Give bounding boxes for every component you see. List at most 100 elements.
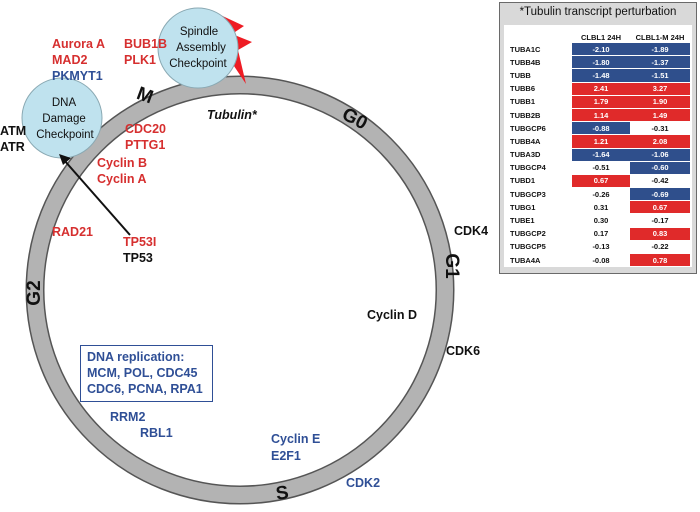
label-mad2: MAD2 [52, 53, 87, 67]
label-cyclin-b: Cyclin B [97, 156, 147, 170]
gene-name-cell: TUBGCP3 [504, 188, 572, 202]
gene-name-cell: TUBA3D [504, 149, 572, 162]
label-cyclin-d: Cyclin D [367, 308, 417, 322]
clbl1-value-cell: -0.26 [572, 188, 630, 202]
label-e2f1: E2F1 [271, 449, 301, 463]
gene-name-cell: TUBGCP4 [504, 162, 572, 175]
label-rad21: RAD21 [52, 225, 93, 239]
label-rbl1: RBL1 [140, 426, 173, 440]
clbl1m-value-cell: -0.17 [630, 214, 690, 228]
tubulin-perturbation-panel: *Tubulin transcript perturbation CLBL1 2… [499, 2, 697, 274]
lightning-bolt-icon [210, 12, 252, 84]
label-cdk2: CDK2 [346, 476, 380, 490]
label-bub1b: BUB1B [124, 37, 167, 51]
phase-m-label: M [134, 83, 156, 108]
table-row: TUBA1C-2.10-1.89 [504, 43, 690, 57]
gene-name-cell: TUBA1C [504, 43, 572, 57]
dna-checkpoint-line3: Checkpoint [36, 129, 94, 141]
gene-name-cell: TUBG1 [504, 201, 572, 215]
clbl1m-value-cell: -1.06 [630, 148, 690, 162]
tp53-arrow [63, 159, 131, 236]
gene-name-cell: TUBB [504, 69, 572, 83]
clbl1m-value-cell: -0.22 [630, 240, 690, 254]
phase-g2-label: G2 [24, 280, 45, 305]
label-pttg1: PTTG1 [125, 138, 165, 152]
gene-column-header [504, 31, 572, 43]
clbl1-value-cell: -0.88 [572, 122, 630, 136]
arrowhead-icon [59, 154, 71, 165]
gene-name-cell: TUBB2B [504, 109, 572, 123]
label-cdk6: CDK6 [446, 344, 480, 358]
gene-name-cell: TUBGCP2 [504, 228, 572, 241]
clbl1m-value-cell: 0.67 [630, 201, 690, 215]
gene-name-cell: TUBGCP6 [504, 122, 572, 136]
dna-replication-box: DNA replication: MCM, POL, CDC45 CDC6, P… [80, 345, 213, 402]
clbl1-value-cell: -1.80 [572, 56, 630, 70]
table-row: TUBA3D-1.64-1.06 [504, 148, 690, 162]
clbl1m-value-cell: 1.49 [630, 108, 690, 123]
label-rrm2: RRM2 [110, 410, 145, 424]
label-cyclin-e: Cyclin E [271, 432, 320, 446]
label-aurora-a: Aurora A [52, 37, 105, 51]
cell-cycle-ring-fill [27, 77, 453, 503]
clbl1m-value-cell: 3.27 [630, 82, 690, 96]
gene-name-cell: TUBE1 [504, 214, 572, 228]
dna-replication-line2: CDC6, PCNA, RPA1 [87, 382, 203, 396]
clbl1-value-cell: 2.41 [572, 82, 630, 96]
col-clbl1m-header: CLBL1-M 24H [635, 32, 685, 42]
clbl1-value-cell: -1.48 [572, 69, 630, 83]
table-row: TUBGCP4-0.51-0.60 [504, 161, 690, 175]
gene-name-cell: TUBD1 [504, 175, 572, 189]
clbl1-value-cell: -0.13 [572, 240, 630, 254]
clbl1m-value-cell: -0.42 [630, 174, 690, 189]
tubulin-table-header: CLBL1 24H CLBL1-M 24H [504, 31, 690, 43]
table-row: TUBB-1.48-1.51 [504, 69, 690, 83]
gene-name-cell: TUBB1 [504, 96, 572, 109]
label-cdc20: CDC20 [125, 122, 166, 136]
clbl1m-value-cell: 0.83 [630, 227, 690, 241]
table-row: TUBB4B-1.80-1.37 [504, 56, 690, 70]
dna-replication-title: DNA replication: [87, 350, 185, 364]
spindle-checkpoint-line2: Assembly [176, 42, 226, 54]
clbl1-value-cell: 0.30 [572, 214, 630, 228]
spindle-checkpoint-line1: Spindle [180, 26, 218, 38]
gene-name-cell: TUBA4A [504, 254, 572, 268]
clbl1-value-cell: 0.17 [572, 227, 630, 241]
gene-name-cell: TUBGCP5 [504, 241, 572, 254]
dna-checkpoint-line2: Damage [42, 113, 85, 125]
clbl1m-value-cell: -1.37 [630, 56, 690, 70]
label-atr: ATR [0, 140, 25, 154]
spindle-checkpoint-bubble [157, 7, 239, 89]
tubulin-panel-title: *Tubulin transcript perturbation [519, 6, 677, 18]
clbl1-value-cell: -0.08 [572, 254, 630, 268]
clbl1m-value-cell: 0.78 [630, 254, 690, 268]
clbl1-value-cell: -1.64 [572, 148, 630, 162]
clbl1m-value-cell: -0.60 [630, 161, 690, 175]
clbl1m-value-cell: 1.90 [630, 95, 690, 109]
clbl1-value-cell: 0.67 [572, 174, 630, 189]
gene-name-cell: TUBB4B [504, 56, 572, 70]
table-row: TUBGCP5-0.13-0.22 [504, 240, 690, 254]
clbl1m-value-cell: -1.51 [630, 69, 690, 83]
label-tp53i: TP53I [123, 235, 156, 249]
clbl1-value-cell: 1.21 [572, 135, 630, 149]
label-plk1: PLK1 [124, 53, 156, 67]
gene-name-cell: TUBB6 [504, 83, 572, 96]
clbl1m-value-cell: -0.31 [630, 122, 690, 136]
clbl1-value-cell: 1.14 [572, 108, 630, 123]
dna-replication-line1: MCM, POL, CDC45 [87, 366, 198, 380]
label-pkmyt1: PKMYT1 [52, 69, 103, 83]
phase-s-label: S [274, 482, 289, 505]
label-tp53: TP53 [123, 251, 153, 265]
clbl1-value-cell: 1.79 [572, 95, 630, 109]
